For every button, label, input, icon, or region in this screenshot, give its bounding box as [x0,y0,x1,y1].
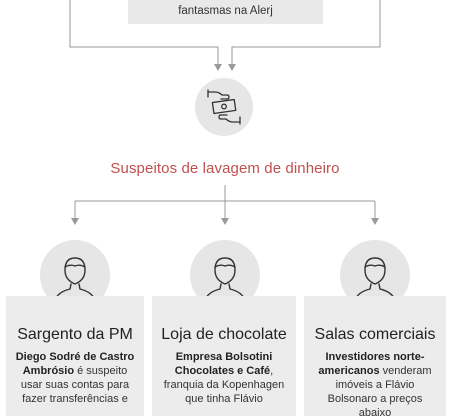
card-bold-text: Empresa Bolsotini Chocolates e Café [174,351,273,377]
card-description: Empresa Bolsotini Chocolates e Café, fra… [152,350,296,406]
card-salas-comerciais: Salas comerciais Investidores norte-amer… [304,296,446,416]
card-title: Salas comerciais [314,326,436,343]
connector-lines [69,0,381,225]
money-exchange-icon [207,89,241,125]
money-exchange-badge [195,78,253,136]
card-title: Loja de chocolate [161,326,287,343]
card-sargento: Sargento da PM Diego Sodré de Castro Amb… [6,296,144,416]
card-title: Sargento da PM [17,326,133,343]
card-loja-chocolate: Loja de chocolate Empresa Bolsotini Choc… [152,296,296,416]
top-box-text: fantasmas na Alerj [178,5,273,17]
card-bold-text: Diego Sodré de Castro Ambrósio [15,351,135,377]
headline: Suspeitos de lavagem de dinheiro [110,160,340,177]
card-description: Investidores norte-americanos venderam i… [304,350,446,416]
top-source-box: fantasmas na Alerj [128,0,323,24]
card-bold-text: Investidores norte-americanos [318,351,425,377]
card-description: Diego Sodré de Castro Ambrósio é suspeit… [6,350,144,406]
